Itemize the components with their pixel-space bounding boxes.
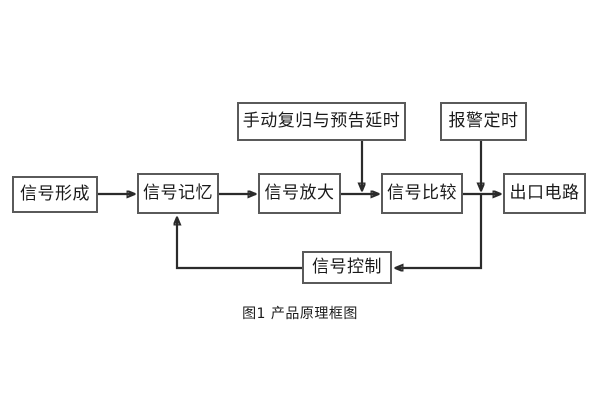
node-alarm-timer[interactable]: 报警定时 [440,102,527,141]
node-signal-memory[interactable]: 信号记忆 [137,173,219,214]
node-label: 信号记忆 [143,183,213,203]
node-signal-forming[interactable]: 信号形成 [12,176,98,213]
wire-control-to-memory [177,218,302,270]
node-label: 信号放大 [264,183,335,203]
node-output-circuit[interactable]: 出口电路 [503,173,586,214]
node-signal-amplify[interactable]: 信号放大 [258,173,341,214]
node-manual-reset[interactable]: 手动复归与预告延时 [237,102,406,141]
figure-caption: 图1 产品原理框图 [242,306,358,322]
node-label: 出口电路 [509,183,580,203]
node-label: 手动复归与预告延时 [242,111,401,131]
node-label: 报警定时 [448,111,519,131]
node-label: 信号形成 [20,184,90,204]
node-signal-compare[interactable]: 信号比较 [381,173,463,214]
node-signal-control[interactable]: 信号控制 [302,251,392,284]
node-label: 信号比较 [387,183,457,203]
node-label: 信号控制 [312,257,382,277]
